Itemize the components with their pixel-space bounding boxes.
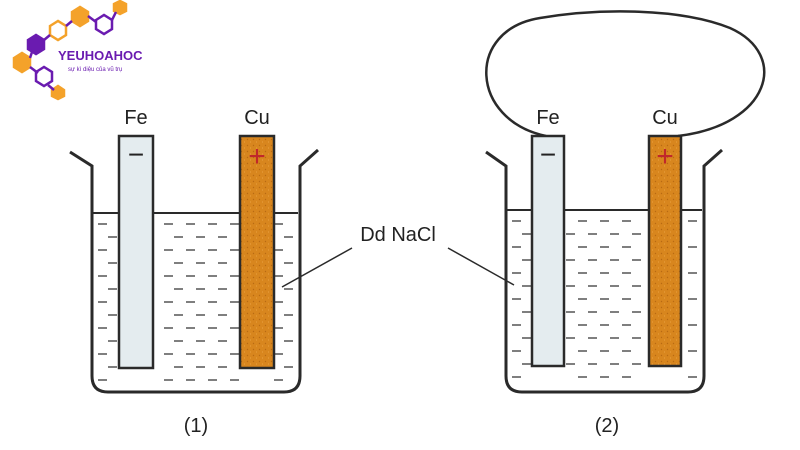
beaker-2-glass <box>485 148 723 394</box>
logo-brand-text: YEUHOAHOC <box>58 48 143 63</box>
beaker-2-fe-sign: − <box>540 139 556 170</box>
solution-leader-right <box>447 247 515 286</box>
beaker-1: − + Fe Cu (1) <box>69 107 319 437</box>
beaker-1-caption: (1) <box>184 415 208 437</box>
beaker-2: − + Fe Cu (2) <box>485 10 766 437</box>
solution-leader-left <box>281 247 353 288</box>
beaker-1-glass <box>69 148 319 394</box>
beaker-1-fe-sign: − <box>128 139 144 170</box>
beaker-1-cu-electrode: + <box>238 134 276 370</box>
beaker-2-cu-sign: + <box>656 140 674 173</box>
beaker-2-fe-electrode: − <box>530 134 566 368</box>
logo-tagline: sự kì diệu của vũ trụ <box>68 66 122 73</box>
beaker-1-cu-sign: + <box>248 140 266 173</box>
beaker-2-solution <box>512 220 697 378</box>
beaker-1-fe-label: Fe <box>124 107 147 129</box>
yeuhoahoc-logo: YEUHOAHOC sự kì diệu của vũ trụ <box>12 0 143 101</box>
beaker-2-fe-label: Fe <box>536 107 559 129</box>
beaker-2-caption: (2) <box>595 415 619 437</box>
beaker-1-fe-electrode: − <box>117 134 155 370</box>
beaker-1-cu-label: Cu <box>244 107 270 129</box>
beaker-2-cu-electrode: + <box>647 134 683 368</box>
beaker-2-cu-label: Cu <box>652 107 678 129</box>
beaker-2-wire <box>485 10 766 138</box>
solution-label: Dd NaCl <box>360 224 436 246</box>
hexagon-molecule-icon <box>12 0 128 101</box>
beaker-1-solution <box>98 223 293 381</box>
